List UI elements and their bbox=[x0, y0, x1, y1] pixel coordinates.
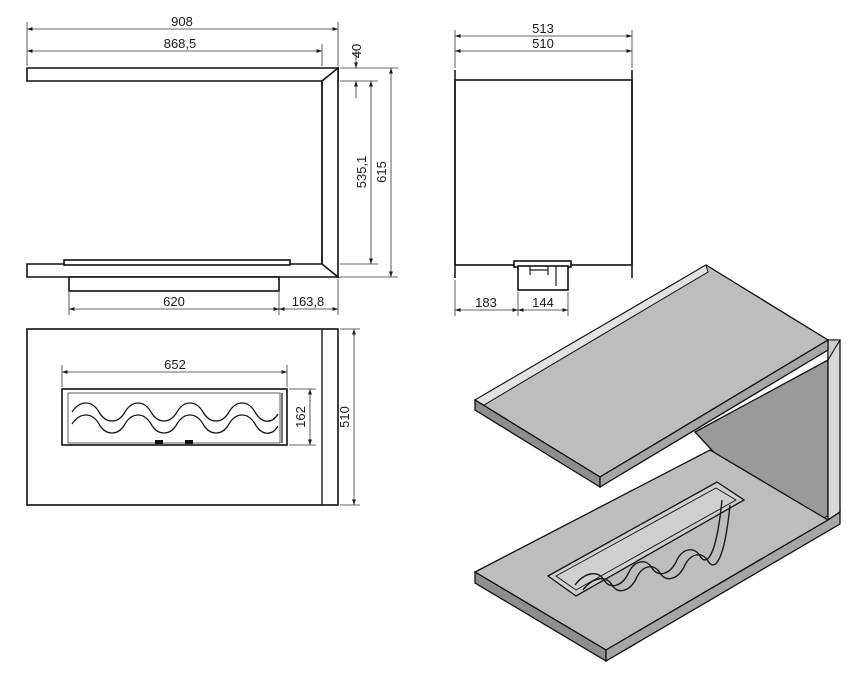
dim-label-top-burner-depth: 162 bbox=[293, 406, 308, 428]
dim-label-burner-offset: 163,8 bbox=[292, 294, 325, 309]
dimension-side-burner-offset: 183 bbox=[454, 280, 519, 316]
dimension-top-depth: 510 bbox=[337, 328, 360, 506]
dimension-inner-height: 535,1 bbox=[340, 81, 378, 265]
dimension-side-inner-depth: 510 bbox=[455, 36, 632, 53]
dim-label-side-burner-offset: 183 bbox=[475, 295, 497, 310]
dimension-top-burner-width: 652 bbox=[61, 357, 288, 387]
top-view: 652 162 510 bbox=[26, 328, 360, 506]
dim-label-side-overall-depth: 513 bbox=[532, 21, 554, 36]
dimension-side-burner-depth: 144 bbox=[518, 292, 569, 316]
dimension-burner-offset: 163,8 bbox=[279, 279, 339, 315]
isometric-view bbox=[473, 264, 841, 663]
dim-label-top-thickness: 40 bbox=[349, 44, 364, 58]
dim-label-top-depth: 510 bbox=[337, 406, 352, 428]
dim-label-top-burner-width: 652 bbox=[164, 357, 186, 372]
dimension-overall-height: 615 bbox=[340, 68, 398, 278]
dimension-overall-width: 908 bbox=[26, 14, 339, 66]
dim-label-inner-width: 868,5 bbox=[164, 36, 197, 51]
dim-label-overall-width: 908 bbox=[171, 14, 193, 29]
front-view: 908 868,5 40 535,1 615 bbox=[26, 14, 398, 315]
iso-burner-tray bbox=[546, 481, 746, 597]
dim-label-side-inner-depth: 510 bbox=[532, 36, 554, 51]
dim-label-overall-height: 615 bbox=[374, 161, 389, 183]
dimension-inner-width: 868,5 bbox=[27, 36, 323, 66]
dimension-top-thickness: 40 bbox=[340, 44, 398, 98]
side-view: 513 510 183 144 bbox=[454, 21, 633, 316]
dimension-top-burner-depth: 162 bbox=[289, 388, 316, 446]
dimension-burner-width: 620 bbox=[68, 292, 280, 315]
dim-label-burner-width: 620 bbox=[163, 294, 185, 309]
dim-label-side-burner-depth: 144 bbox=[532, 295, 554, 310]
dim-label-inner-height: 535,1 bbox=[354, 156, 369, 189]
iso-wall-edge bbox=[827, 339, 841, 522]
dimension-side-overall-depth: 513 bbox=[454, 21, 633, 68]
